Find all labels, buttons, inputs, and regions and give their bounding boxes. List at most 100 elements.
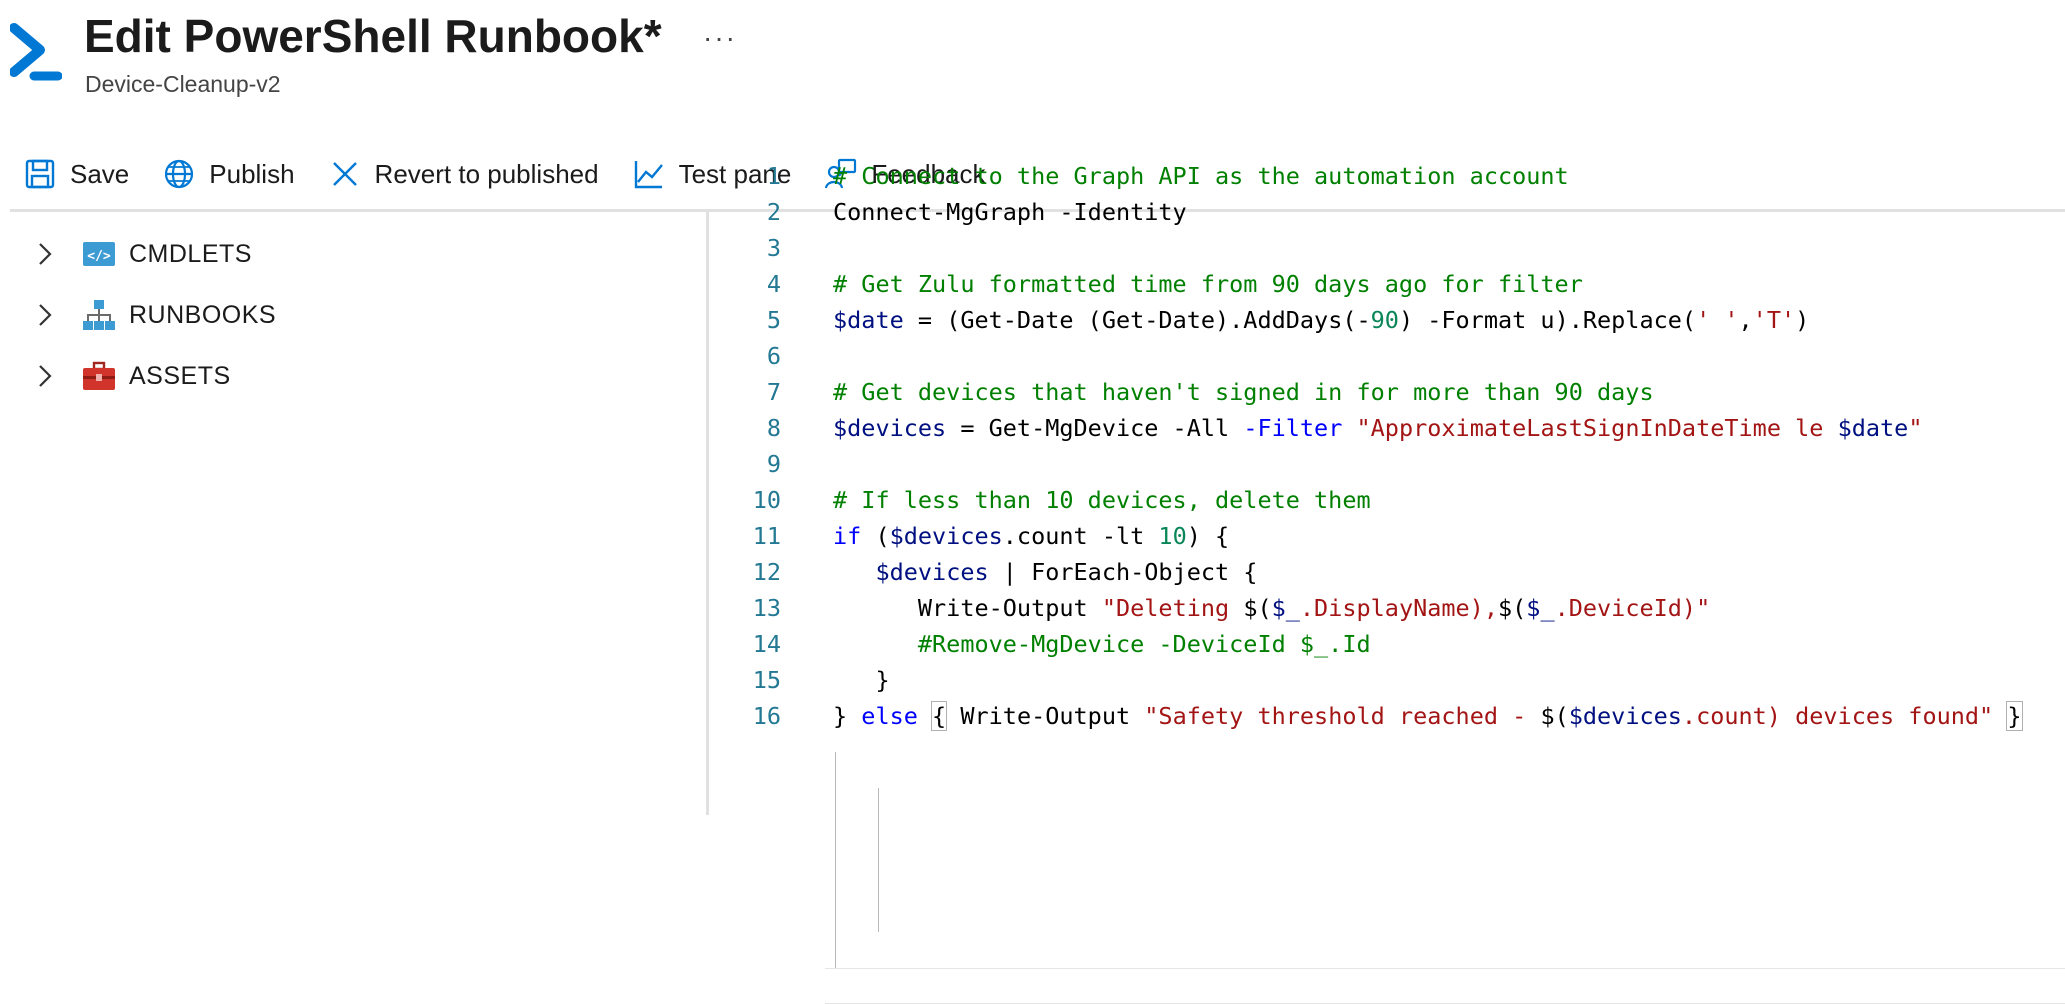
code-line[interactable]: 9	[709, 446, 2065, 482]
tree-item-cmdlets[interactable]: </> CMDLETS	[30, 234, 252, 274]
chevron-right-icon	[39, 365, 52, 387]
code-token: = (Get-Date (Get-Date).AddDays(-	[903, 306, 1371, 334]
code-token: .count)	[1681, 702, 1781, 730]
chevron-right-icon	[39, 304, 52, 326]
code-token: # Get devices that haven't signed in for…	[833, 378, 1654, 406]
code-token: ) {	[1186, 522, 1230, 550]
code-token: $devices	[889, 522, 1003, 550]
code-token: }	[833, 702, 862, 730]
code-token: Connect-MgGraph -Identity	[833, 198, 1187, 226]
save-label: Save	[70, 158, 130, 189]
code-token: "Safety threshold reached -	[1144, 702, 1541, 730]
line-number: 6	[766, 342, 781, 370]
close-icon	[332, 162, 357, 186]
more-options-button[interactable]: ···	[703, 22, 737, 53]
publish-label: Publish	[209, 158, 295, 189]
code-text: # Get devices that haven't signed in for…	[833, 374, 1654, 410]
code-token: Write-Output	[946, 702, 1145, 730]
code-line[interactable]: 6	[709, 338, 2065, 374]
code-token: # If less than 10 devices, delete them	[833, 486, 1371, 514]
code-token: $(	[1243, 594, 1272, 622]
line-number: 12	[752, 558, 781, 586]
code-text: if ($devices.count -lt 10) {	[833, 518, 1229, 554]
code-token: else	[861, 702, 918, 730]
code-token: (	[861, 522, 890, 550]
code-line[interactable]: 3	[709, 230, 2065, 266]
code-line[interactable]: 4# Get Zulu formatted time from 90 days …	[709, 266, 2065, 302]
code-token: -Filter	[1243, 414, 1343, 442]
test-pane-label: Test pane	[678, 158, 792, 189]
code-token: {	[931, 701, 948, 731]
code-line[interactable]: 13 Write-Output "Deleting $($_.DisplayNa…	[709, 590, 2065, 626]
code-token: $devices	[1568, 702, 1682, 730]
code-token: $_	[1271, 594, 1300, 622]
globe-icon	[165, 159, 194, 189]
code-token: $date	[1837, 414, 1909, 442]
code-token: ,	[1738, 306, 1753, 334]
code-line[interactable]: 15 }	[709, 662, 2065, 698]
code-text: $date = (Get-Date (Get-Date).AddDays(-90…	[833, 302, 1809, 338]
code-token: .DeviceId)"	[1554, 594, 1711, 622]
code-text: }	[833, 662, 889, 698]
runbooks-icon	[83, 300, 115, 330]
code-token: #Remove-MgDevice -DeviceId $_.Id	[833, 630, 1371, 658]
code-line[interactable]: 1# Connect to the Graph API as the autom…	[709, 158, 2065, 194]
line-number: 9	[766, 450, 781, 478]
code-token: "Deleting	[1101, 594, 1244, 622]
code-text: $devices | ForEach-Object {	[833, 554, 1257, 590]
code-token	[833, 558, 875, 586]
line-number: 15	[752, 666, 781, 694]
tree-item-label: ASSETS	[129, 361, 231, 390]
code-token: # Connect to the Graph API as the automa…	[833, 162, 1569, 190]
line-number: 5	[766, 306, 781, 334]
code-text: } else { Write-Output "Safety threshold …	[833, 698, 2023, 734]
code-editor[interactable]: 1# Connect to the Graph API as the autom…	[709, 162, 2065, 1004]
tree-item-runbooks[interactable]: RUNBOOKS	[30, 295, 276, 335]
tree-item-assets[interactable]: ASSETS	[30, 356, 231, 396]
code-line[interactable]: 16} else { Write-Output "Safety threshol…	[709, 698, 2065, 734]
page-title: Edit PowerShell Runbook*	[84, 10, 662, 62]
save-icon	[25, 159, 55, 189]
line-number: 4	[766, 270, 781, 298]
code-token: ) -Format u).Replace(	[1398, 306, 1697, 334]
tree-item-label: RUNBOOKS	[129, 300, 277, 329]
code-token: devices found"	[1780, 702, 1994, 730]
code-line[interactable]: 8$devices = Get-MgDevice -All -Filter "A…	[709, 410, 2065, 446]
code-token: "	[1908, 414, 1923, 442]
tree-item-label: CMDLETS	[129, 239, 252, 268]
line-number: 3	[766, 234, 781, 262]
code-line[interactable]: 7# Get devices that haven't signed in fo…	[709, 374, 2065, 410]
code-token: 'T'	[1752, 306, 1796, 334]
code-token: if	[833, 522, 862, 550]
publish-button[interactable]: Publish	[163, 158, 295, 190]
code-token: "ApproximateLastSignInDateTime le	[1356, 414, 1838, 442]
code-text: $devices = Get-MgDevice -All -Filter "Ap…	[833, 410, 1922, 446]
code-token: 10	[1158, 522, 1187, 550]
test-pane-button[interactable]: Test pane	[633, 158, 792, 190]
code-token	[1993, 702, 2007, 730]
toolbar-divider	[10, 209, 2065, 212]
revert-button[interactable]: Revert to published	[329, 158, 599, 190]
library-tree: </> CMDLETS RUNBOOKS ASSETS	[0, 212, 706, 815]
chevron-right-icon	[39, 243, 52, 265]
powershell-icon	[10, 23, 62, 81]
code-token: ,	[1483, 594, 1498, 622]
code-line[interactable]: 12 $devices | ForEach-Object {	[709, 554, 2065, 590]
code-token: | ForEach-Object {	[988, 558, 1258, 586]
code-token: = Get-MgDevice -All	[946, 414, 1244, 442]
code-line[interactable]: 10# If less than 10 devices, delete them	[709, 482, 2065, 518]
code-token: $devices	[875, 558, 989, 586]
code-token	[1342, 414, 1356, 442]
pane-splitter[interactable]	[706, 212, 709, 815]
line-number: 14	[752, 630, 781, 658]
save-button[interactable]: Save	[24, 158, 129, 190]
feedback-button[interactable]: Feedback	[825, 158, 986, 190]
runbook-name: Device-Cleanup-v2	[85, 71, 281, 97]
code-line[interactable]: 5 $date = (Get-Date (Get-Date).AddDays(-9…	[709, 302, 2065, 338]
code-token: $devices	[833, 414, 947, 442]
code-token: $date	[833, 306, 904, 334]
assets-icon	[83, 361, 115, 390]
code-line[interactable]: 14 #Remove-MgDevice -DeviceId $_.Id	[709, 626, 2065, 662]
